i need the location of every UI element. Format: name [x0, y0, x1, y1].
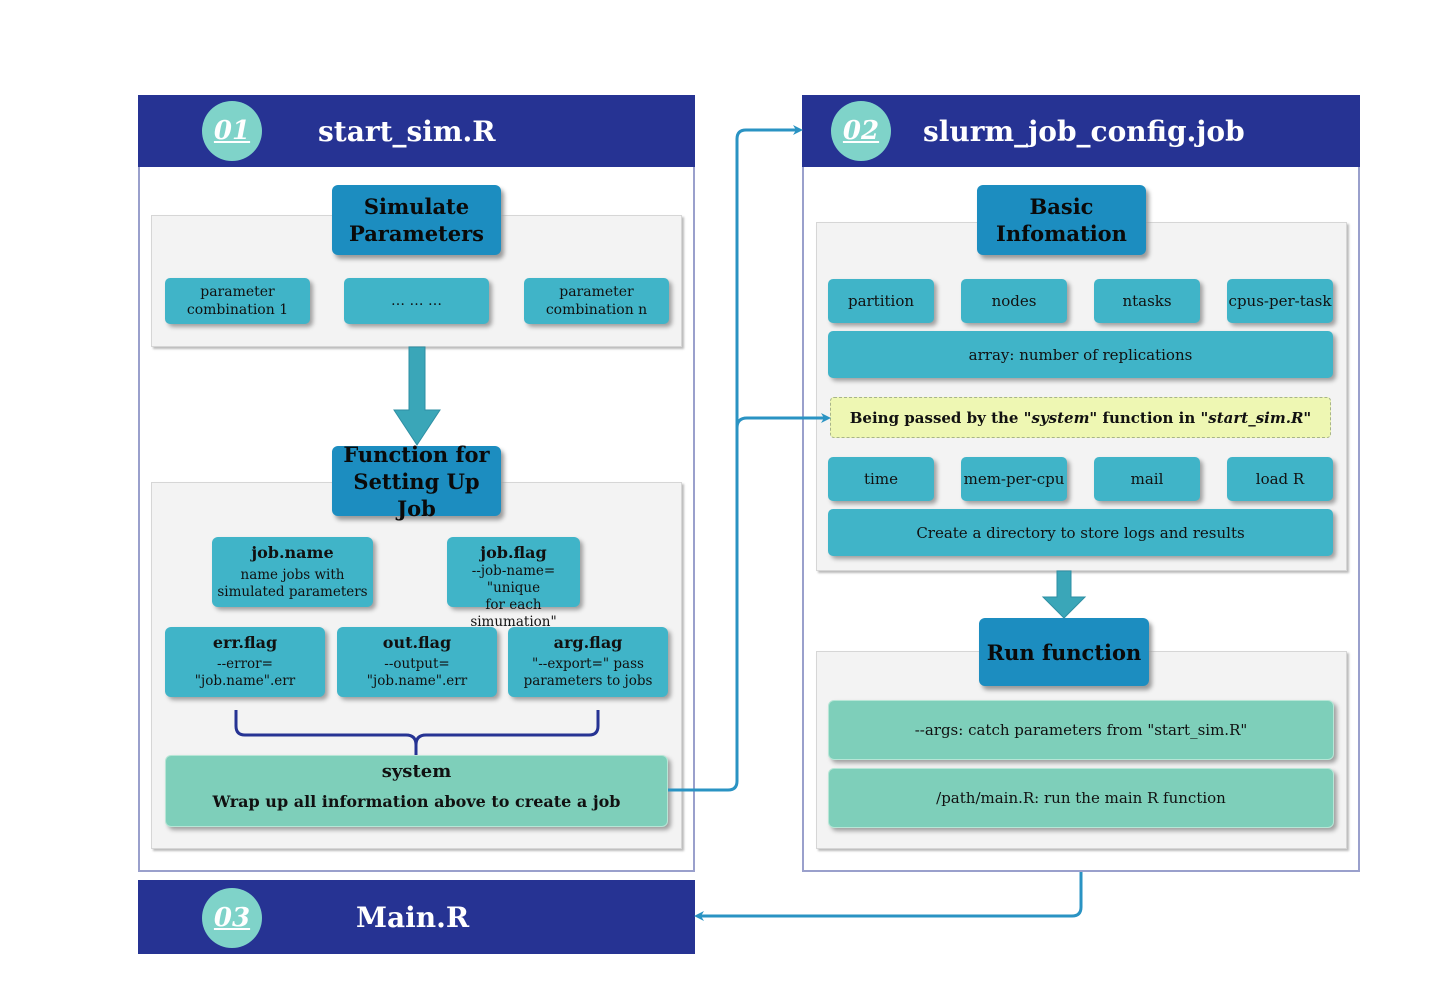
system-passed-note: Being passed by the "system" function in…	[830, 397, 1331, 438]
connector-system-to-slurm-header	[668, 125, 803, 792]
parameter-combination-ellipsis: … … …	[344, 278, 489, 324]
option-time: time	[828, 457, 934, 501]
flow-arrow-basic-to-run	[1041, 570, 1087, 619]
job-name-box: job.name name jobs with simulated parame…	[212, 537, 373, 607]
run-args-box: --args: catch parameters from "start_sim…	[828, 700, 1334, 760]
run-function-title: Run function	[979, 618, 1149, 686]
option-create-directory: Create a directory to store logs and res…	[828, 509, 1333, 556]
parameter-combination-n: parameter combination n	[524, 278, 669, 324]
panel-start-sim-header: 01 start_sim.R	[138, 95, 695, 167]
err-flag-box: err.flag --error= "job.name".err	[165, 627, 325, 697]
out-flag-box: out.flag --output= "job.name".err	[337, 627, 497, 697]
panel-main-r-header: 03 Main.R	[138, 880, 695, 954]
step-badge-02: 02	[831, 101, 891, 161]
job-flag-box: job.flag --job-name= "unique for each si…	[447, 537, 580, 630]
option-array: array: number of replications	[828, 331, 1333, 378]
option-load-r: load R	[1227, 457, 1333, 501]
flags-bracket	[234, 710, 600, 755]
panel-start-sim-title: start_sim.R	[318, 114, 496, 148]
option-mem-per-cpu: mem-per-cpu	[961, 457, 1067, 501]
step-badge-03: 03	[202, 888, 262, 948]
option-ntasks: ntasks	[1094, 279, 1200, 323]
run-main-box: /path/main.R: run the main R function	[828, 768, 1334, 828]
system-box: system Wrap up all information above to …	[165, 755, 668, 827]
arg-flag-box: arg.flag "--export=" pass parameters to …	[508, 627, 668, 697]
flow-arrow-simulate-to-setup	[393, 346, 441, 446]
panel-main-r-title: Main.R	[356, 900, 470, 934]
option-partition: partition	[828, 279, 934, 323]
option-nodes: nodes	[961, 279, 1067, 323]
panel-slurm-config-title: slurm_job_config.job	[923, 114, 1245, 148]
parameter-combination-1: parameter combination 1	[165, 278, 310, 324]
option-cpus-per-task: cpus-per-task	[1227, 279, 1333, 323]
option-mail: mail	[1094, 457, 1200, 501]
panel-slurm-config-header: 02 slurm_job_config.job	[802, 95, 1360, 167]
connector-slurm-to-main	[694, 872, 1083, 921]
step-badge-01: 01	[202, 101, 262, 161]
connector-system-to-note	[735, 413, 831, 429]
